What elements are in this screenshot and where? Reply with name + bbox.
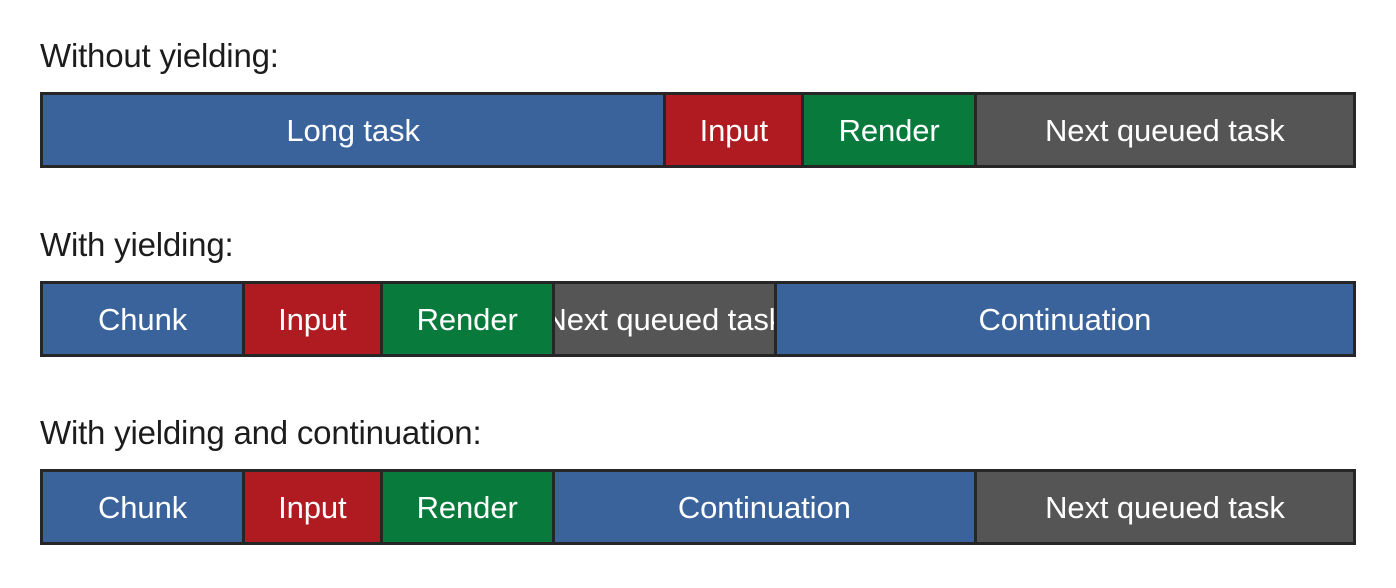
timeline-segment-label: Long task — [286, 112, 420, 148]
timeline-segment-next-queued-task: Next queued task — [976, 95, 1353, 165]
timeline-segment-render: Render — [804, 95, 977, 165]
timeline-segment-input: Input — [666, 95, 805, 165]
timeline-segment-render: Render — [382, 284, 555, 354]
timeline-segment-input: Input — [245, 284, 383, 354]
timeline-segment-chunk: Chunk — [43, 284, 246, 354]
timeline-segment-label: Continuation — [677, 489, 851, 525]
timeline-segment-label: Chunk — [98, 301, 188, 337]
timeline-segment-label: Render — [838, 112, 940, 148]
timeline-segment-label: Chunk — [98, 489, 188, 525]
timeline-segment-label: Input — [278, 489, 347, 525]
timeline-segment-chunk: Chunk — [43, 472, 246, 542]
timeline-group-label: Without yielding: — [40, 37, 279, 74]
timeline-segment-label: Next queued task — [1045, 112, 1285, 148]
timeline-segment-next-queued-task: Next queued task — [976, 472, 1353, 542]
timeline-bar: Long task Input Render Next queued task — [40, 92, 1356, 168]
timeline-segment-long-task: Long task — [43, 95, 667, 165]
timeline-segment-label: Render — [416, 489, 518, 525]
timeline-segment-label: Render — [416, 301, 518, 337]
timeline-segment-label: Continuation — [978, 301, 1152, 337]
timeline-segment-continuation: Continuation — [776, 284, 1353, 354]
timeline-bar: Chunk Input Render Next queued task Cont… — [40, 281, 1356, 357]
timeline-segment-label: Next queued task — [1045, 489, 1285, 525]
timeline-segment-render: Render — [382, 472, 555, 542]
timeline-segment-label: Next queued task — [554, 301, 777, 337]
timeline-group-label: With yielding and continuation: — [40, 414, 482, 451]
timeline-group-without-yielding: Without yielding: Long task Input Render… — [40, 36, 1356, 168]
timeline-group-with-yielding: With yielding: Chunk Input Render Next q… — [40, 225, 1356, 357]
timeline-segment-label: Input — [278, 301, 347, 337]
timeline-group-label: With yielding: — [40, 226, 234, 263]
timeline-segment-next-queued-task: Next queued task — [554, 284, 777, 354]
timeline-segment-label: Input — [699, 112, 769, 148]
timeline-group-with-yielding-and-continuation: With yielding and continuation: Chunk In… — [40, 413, 1356, 545]
timeline-segment-input: Input — [245, 472, 383, 542]
timeline-bar: Chunk Input Render Continuation Next que… — [40, 469, 1356, 545]
timeline-segment-continuation: Continuation — [554, 472, 977, 542]
